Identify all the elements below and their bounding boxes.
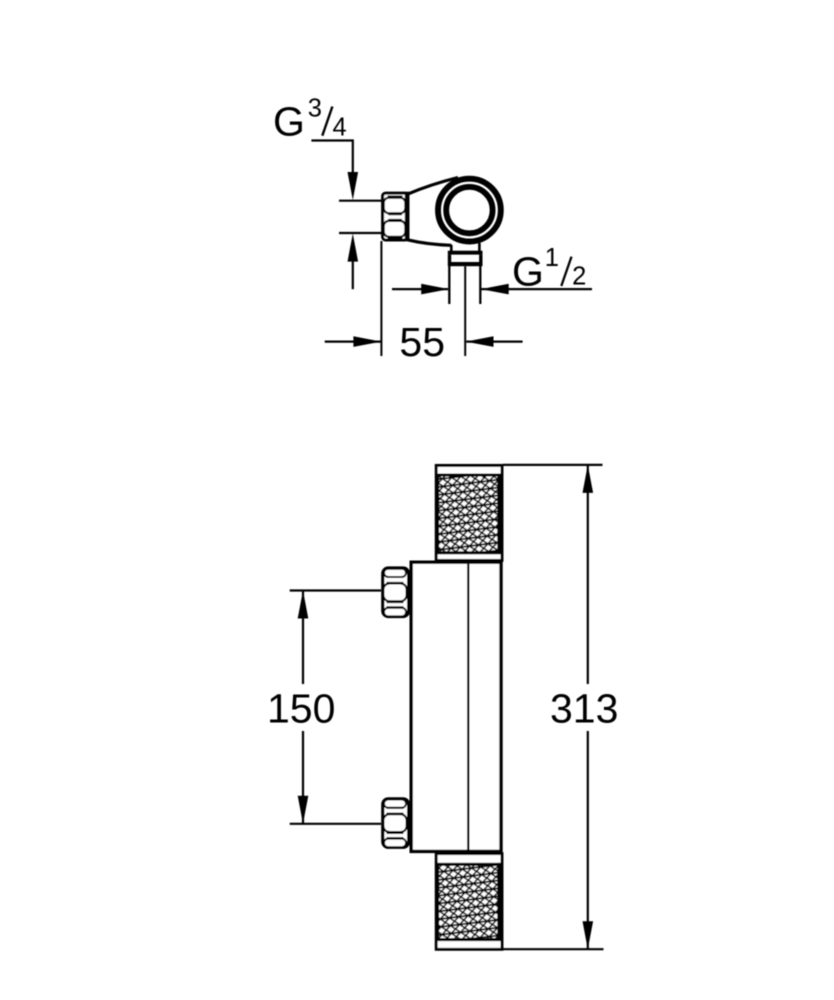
svg-text:1: 1 xyxy=(545,244,559,272)
svg-text:4: 4 xyxy=(333,113,347,141)
svg-text:55: 55 xyxy=(399,319,445,365)
svg-text:150: 150 xyxy=(267,685,335,731)
svg-text:G: G xyxy=(273,99,305,145)
svg-text:313: 313 xyxy=(550,685,618,731)
svg-text:3: 3 xyxy=(308,94,322,122)
svg-text:G: G xyxy=(512,249,544,295)
svg-text:2: 2 xyxy=(572,263,586,291)
